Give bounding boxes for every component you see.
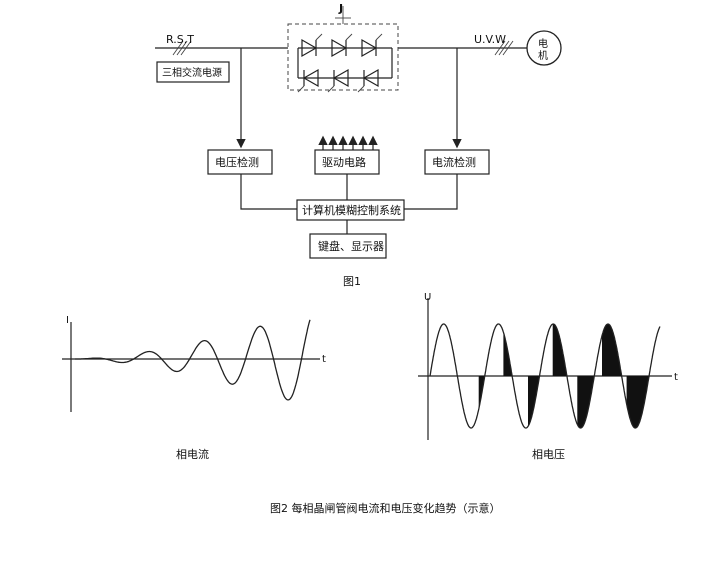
- thyristors-forward: [298, 33, 392, 58]
- current-detect-label: 电流检测: [432, 155, 476, 169]
- voltage-blocked-regions: [478, 324, 649, 428]
- output-label: U.V.W: [474, 33, 506, 46]
- thyristor-bank-box: [287, 23, 399, 91]
- voltage-detect-label: 电压检测: [215, 155, 259, 169]
- voltage-to-controller: [240, 174, 297, 210]
- voltage-blocked-region: [602, 324, 622, 376]
- switch-label: J: [338, 2, 343, 15]
- keyboard-display-label: 键盘、显示器: [318, 239, 384, 253]
- voltage-detect-box: [207, 149, 273, 175]
- drive-circuit-label: 驱动电路: [322, 156, 366, 169]
- voltage-caption: 相电压: [532, 448, 565, 461]
- source-box-label: 三相交流电源: [162, 66, 222, 79]
- controller-box: [296, 199, 405, 221]
- output-phase-marks: [494, 40, 514, 56]
- controller-label: 计算机模糊控制系统: [302, 203, 401, 217]
- current-detect-box: [424, 149, 490, 175]
- voltage-blocked-region: [626, 376, 649, 428]
- source-box: [156, 61, 230, 83]
- current-t-label: t: [322, 354, 326, 365]
- input-label: R.S.T: [166, 33, 194, 46]
- drive-circuit-box: [314, 149, 380, 175]
- figure2-caption: 图2 每相晶闸管阀电流和电压变化趋势（示意）: [270, 501, 501, 515]
- voltage-blocked-region: [577, 376, 595, 428]
- input-phase-marks: [172, 40, 192, 56]
- voltage-blocked-region: [552, 324, 567, 376]
- figure-1: R.S.T U.V.W 三相交流电源 J: [155, 2, 562, 288]
- figure1-caption: 图1: [343, 275, 361, 288]
- keyboard-display-box: [309, 233, 387, 259]
- voltage-t-label: t: [674, 372, 678, 383]
- current-plot: I t 相电流: [62, 315, 326, 461]
- current-caption: 相电流: [176, 447, 209, 461]
- current-y-label: I: [66, 315, 69, 326]
- voltage-waveform: [429, 323, 661, 429]
- drive-output-arrows: [318, 135, 378, 150]
- motor-label-2: 机: [538, 49, 548, 62]
- voltage-blocked-region: [528, 376, 540, 427]
- thyristors-reverse: [297, 48, 393, 93]
- current-to-controller: [404, 174, 458, 210]
- current-waveform: [75, 319, 311, 401]
- voltage-y-label: U: [424, 292, 431, 303]
- voltage-plot: U t 相电压: [418, 292, 678, 461]
- motor-label-1: 电: [538, 37, 548, 50]
- motor-icon: [526, 30, 562, 66]
